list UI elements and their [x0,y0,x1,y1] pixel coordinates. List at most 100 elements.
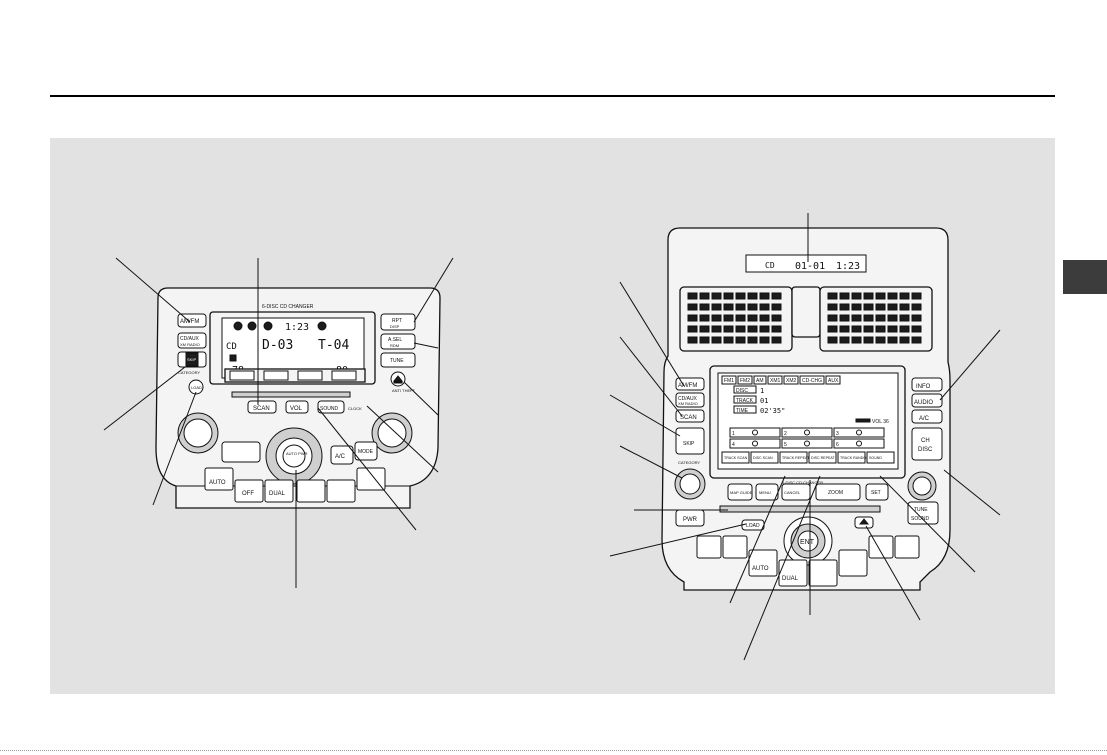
right-air-vent[interactable] [819,286,933,352]
off-button[interactable]: OFF [234,479,264,503]
svg-text:DUAL: DUAL [269,491,286,497]
screen-tab-xm1[interactable]: XM1 [767,375,783,385]
right-skip-button[interactable]: SKIP CATEGORY [675,427,705,465]
am-fm-button[interactable]: AM/FM [177,313,207,328]
right-am-fm-button[interactable]: AM/FM [675,377,705,391]
right-top-display [745,254,867,273]
right-left-knob[interactable] [674,468,706,500]
joystick-ent[interactable]: ENT [783,516,833,566]
preset-1[interactable]: 1 [729,427,781,438]
left-temp-knob[interactable] [177,412,219,454]
vol-button[interactable]: VOL [285,400,309,414]
screen-tab-fm1[interactable]: FM1 [721,375,737,385]
scan-button[interactable]: SCAN [247,400,277,414]
preset-5[interactable]: 5 [781,438,833,449]
right-right-knob[interactable] [907,471,937,501]
preset-2[interactable]: 2 [781,427,833,438]
left-display-icons [233,321,327,331]
vent-slat [747,292,758,300]
skip-category-button[interactable]: SKIP CATEGORY [177,351,207,375]
svg-text:LOAD: LOAD [746,523,760,529]
svg-text:SET: SET [871,490,881,496]
svg-text:PWR: PWR [683,517,698,523]
auto-pwr-knob[interactable]: AUTO PWR [265,427,323,485]
svg-text:AM: AM [756,378,764,384]
zoom-button[interactable]: ZOOM [815,483,861,501]
screen-tab-xm2[interactable]: XM2 [783,375,799,385]
left-air-vent[interactable] [679,286,793,352]
left-eject-button[interactable] [390,371,406,387]
vent-slat [863,303,874,311]
right-load-button[interactable]: LOAD [741,519,765,531]
vent-slat [875,292,886,300]
preset-4[interactable]: 4 [729,438,781,449]
front-defrost-button[interactable] [326,479,356,503]
mode-button[interactable]: MODE [354,441,378,461]
svg-text:ZOOM: ZOOM [828,490,843,496]
temp-down-button[interactable] [868,535,894,559]
svg-text:CATEGORY: CATEGORY [678,460,700,465]
rpt-disp-button[interactable]: RPT DISP [380,313,416,331]
menu-button[interactable]: MENU [755,483,779,501]
vent-slat [851,292,862,300]
right-cd-aux-button[interactable]: CD/AUX XM RADIO [675,392,705,408]
soft-key-sound[interactable]: SOUND [866,451,895,464]
rdm-button[interactable]: A.SEL RDM [380,333,416,350]
preset-3[interactable]: 3 [833,427,885,438]
screen-tab-aux[interactable]: AUX [825,375,841,385]
pwr-button[interactable]: PWR [675,509,705,527]
recirculation-button[interactable] [296,479,326,503]
svg-text:TRACK SCAN: TRACK SCAN [724,456,748,460]
vent-slat [711,292,722,300]
audio-button[interactable]: AUDIO [911,393,943,408]
tune-sound-button[interactable]: TUNE SOUND [907,501,939,525]
vent-slat [687,314,698,322]
right-auto-button[interactable]: AUTO [748,549,778,577]
soft-key-track-scan[interactable]: TRACK SCAN [721,451,750,464]
fan-down-button[interactable] [696,535,722,559]
right-recirc-button[interactable] [808,559,838,587]
soft-key-disc-scan[interactable]: DISC SCAN [750,451,779,464]
screen-tab-fm2[interactable]: FM2 [737,375,753,385]
svg-text:TRACK REPEAT: TRACK REPEAT [782,456,810,460]
right-cd-slot [719,505,881,513]
left-ac-button[interactable]: A/C [330,445,354,465]
left-load-button[interactable]: LOAD [188,379,204,395]
left-auto-button[interactable]: AUTO [204,467,234,491]
temp-up-button[interactable] [894,535,920,559]
fan-buttons[interactable] [221,441,261,463]
preset-6[interactable]: 6 [833,438,885,449]
vent-slat [839,292,850,300]
svg-text:TUNE: TUNE [390,358,404,364]
sound-button[interactable]: SOUND CLOCK [317,400,362,414]
soft-key-track-repeat[interactable]: TRACK REPEAT [779,451,810,464]
svg-text:DISC: DISC [918,447,933,453]
soft-key-disc-repeat[interactable]: DISC REPEAT [808,451,837,464]
screen-tab-am[interactable]: AM [753,375,767,385]
right-temp-knob[interactable] [371,412,413,454]
vent-slat [747,336,758,344]
right-defrost-button[interactable] [838,549,868,577]
screen-tab-cd-chg[interactable]: CD-CHG [799,375,825,385]
soft-key-track-random[interactable]: TRACK RANDOM [837,451,869,464]
vent-slat [839,303,850,311]
cancel-button[interactable]: CANCEL [781,483,811,501]
vent-slat [687,303,698,311]
map-guide-button[interactable]: MAP GUIDE [727,483,753,501]
rear-defrost-button[interactable] [356,467,386,491]
right-scan-button[interactable]: SCAN [675,409,705,423]
cd-aux-button[interactable]: CD/AUX XM RADIO [177,332,207,349]
fan-up-button[interactable] [722,535,748,559]
left-preset-buttons[interactable] [229,370,357,381]
ch-disc-button[interactable]: CH DISC [911,427,943,461]
right-eject-button[interactable] [854,516,874,529]
right-ac-button[interactable]: A/C [911,409,943,424]
tune-button[interactable]: TUNE [380,352,416,368]
left-dual-button[interactable]: DUAL [264,479,294,503]
right-dual-button[interactable]: DUAL [778,559,808,587]
set-button[interactable]: SET [865,483,889,501]
info-button[interactable]: INFO [911,377,943,392]
